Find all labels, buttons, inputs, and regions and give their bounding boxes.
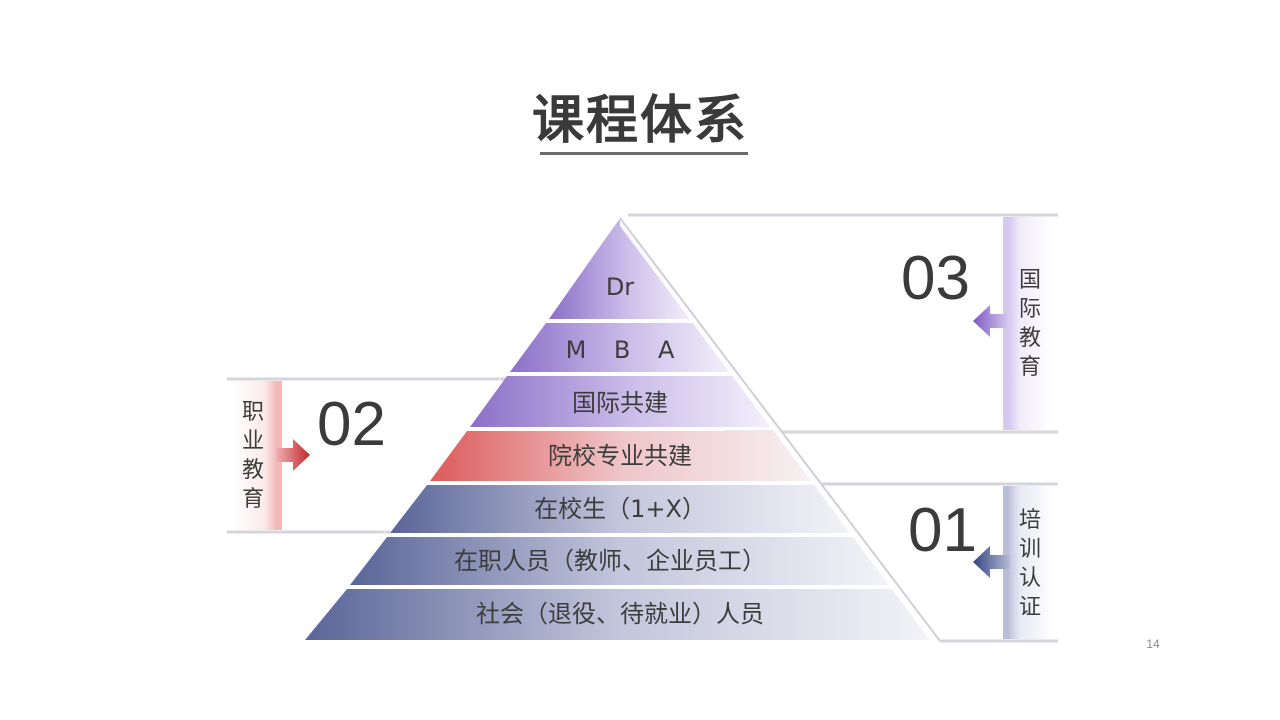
tier-label-mba: M B A: [565, 336, 685, 364]
tier-label-school-build: 院校专业共建: [548, 442, 692, 470]
tier-intl-build: [470, 376, 773, 427]
training-cert-char: 培: [1018, 508, 1041, 533]
intl-edu-char: 教: [1018, 326, 1041, 351]
vocational-edu-char: 教: [241, 458, 264, 483]
training-cert-char: 训: [1018, 537, 1041, 562]
arrow-right-red: [276, 439, 310, 471]
tier-dr: [549, 218, 694, 319]
tier-employees: [350, 537, 893, 585]
arrow-left-navy: [973, 546, 1010, 578]
pyramid-tiers: [302, 217, 941, 642]
intl-edu-char: 育: [1018, 355, 1041, 380]
vocational-edu-char: 业: [241, 429, 264, 454]
tier-label-social: 社会（退役、待就业）人员: [476, 600, 764, 628]
page-title: 课程体系: [531, 91, 748, 151]
training-cert-box: [1003, 486, 1053, 639]
number-02: 02: [317, 390, 386, 459]
training-cert-char: 认: [1018, 566, 1041, 591]
vocational-edu-box: [232, 381, 282, 530]
tier-students: [390, 485, 853, 533]
tier-label-dr: Dr: [605, 273, 635, 301]
title-underline: [540, 152, 748, 155]
intl-edu-label: 国 际 教 育: [1015, 266, 1045, 382]
intl-edu-box: [1003, 217, 1053, 430]
arrows: [276, 305, 1010, 578]
number-01: 01: [908, 496, 977, 565]
arrow-left-purple: [973, 305, 1010, 337]
tier-label-intl-build: 国际共建: [572, 389, 668, 417]
vocational-edu-char: 育: [241, 487, 264, 512]
tier-label-students: 在校生（1+X）: [534, 495, 706, 523]
training-cert-label: 培 训 认 证: [1015, 506, 1045, 622]
vocational-edu-char: 职: [241, 400, 264, 425]
training-cert-char: 证: [1018, 595, 1041, 620]
number-03: 03: [901, 244, 970, 313]
vocational-edu-label: 职 业 教 育: [238, 398, 268, 514]
tier-social: [305, 589, 935, 640]
intl-edu-char: 国: [1018, 268, 1041, 293]
tier-mba: [510, 323, 733, 372]
page-number: 14: [1146, 637, 1160, 651]
tier-school-build: [430, 431, 813, 481]
tier-label-employees: 在职人员（教师、企业员工）: [454, 547, 766, 575]
intl-edu-char: 际: [1018, 297, 1041, 322]
